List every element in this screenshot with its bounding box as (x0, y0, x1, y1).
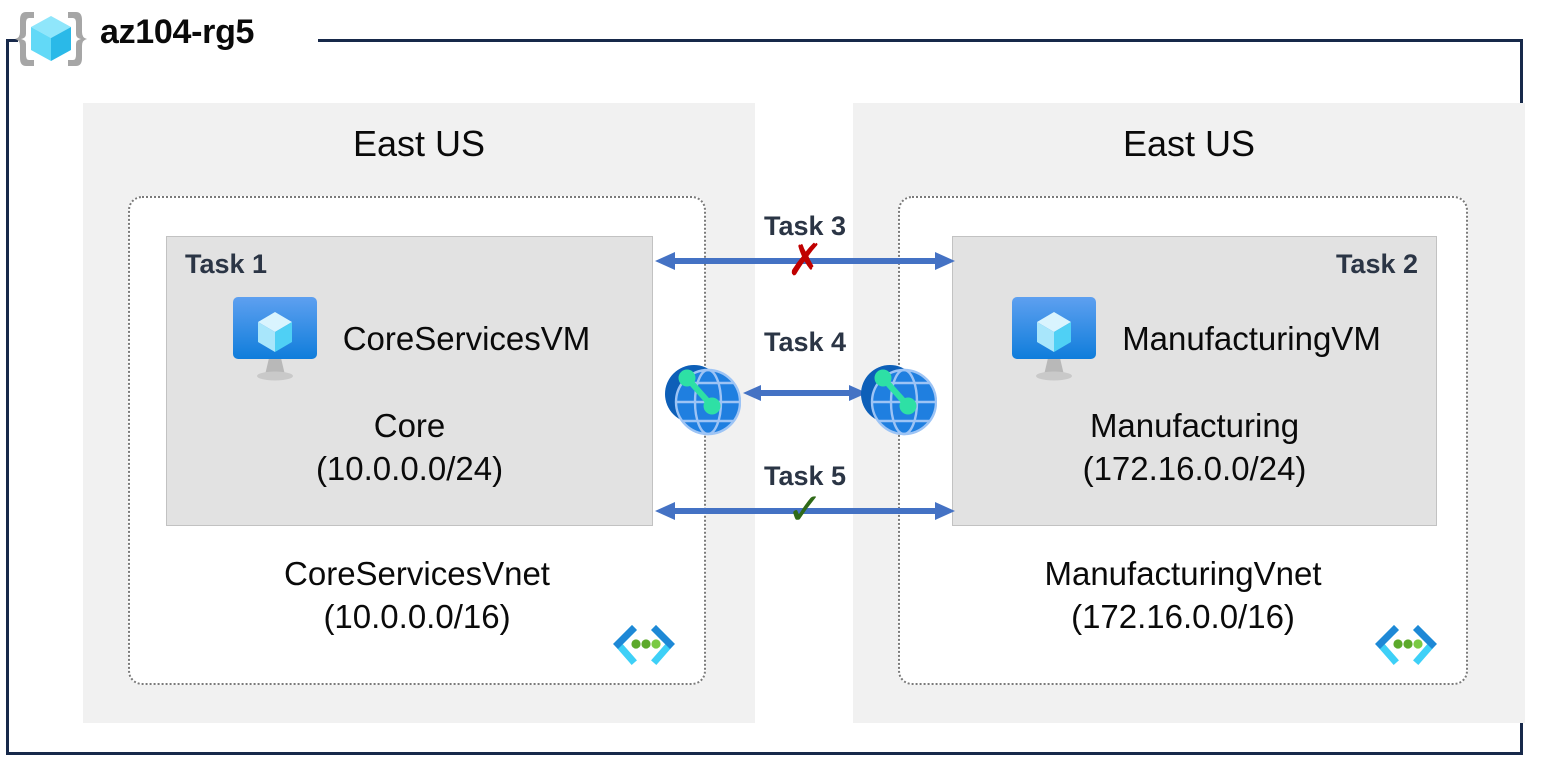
virtual-machine-icon-right (1008, 295, 1100, 383)
subnet-box-manufacturing: Task 2 Manuf (952, 236, 1437, 526)
vnet-icon-left (612, 622, 676, 668)
connector-task3: Task 3 ✗ (655, 205, 955, 295)
subnet-cidr-left: (10.0.0.0/24) (315, 449, 504, 487)
subnet-name-left: Core (373, 407, 446, 444)
virtual-machine-icon-left (229, 295, 321, 383)
subnet-name-right: Manufacturing (1089, 407, 1300, 444)
task-tag-task1: Task 1 (185, 249, 268, 279)
vm-row-left: CoreServicesVM (167, 295, 652, 383)
task-tag-task2: Task 2 (1335, 249, 1418, 279)
connector-task5: Task 5 ✓ (655, 455, 955, 555)
connector-label-task5: Task 5 (763, 461, 847, 491)
vnet-name-left: CoreServicesVnet (284, 555, 550, 592)
connector-task4: Task 4 (655, 325, 955, 450)
vm-name-right: ManufacturingVM (1122, 320, 1381, 357)
subnet-label-left: Core (10.0.0.0/24) (167, 405, 652, 491)
vnet-label-left: CoreServicesVnet (10.0.0.0/16) (130, 553, 704, 639)
region-label-right: East US (1122, 123, 1256, 164)
resource-group-cube-icon (12, 8, 90, 70)
vnet-cidr-right: (172.16.0.0/16) (1071, 597, 1295, 635)
vnet-name-right: ManufacturingVnet (1044, 555, 1322, 592)
vnet-cidr-left: (10.0.0.0/16) (323, 597, 511, 635)
region-label-left: East US (352, 123, 486, 164)
vnet-peering-icon-left (663, 357, 742, 437)
double-arrow-task4 (743, 385, 867, 401)
blocked-x-icon: ✗ (786, 236, 824, 285)
subnet-label-right: Manufacturing (172.16.0.0/24) (953, 405, 1436, 491)
subnet-box-core: Task 1 CoreS (166, 236, 653, 526)
vm-name-left: CoreServicesVM (342, 320, 591, 357)
vnet-peering-icon-right (859, 357, 938, 437)
vm-row-right: ManufacturingVM (953, 295, 1436, 383)
double-arrow-task5 (655, 502, 955, 520)
connector-label-task4: Task 4 (763, 327, 847, 357)
resource-group-name: az104-rg5 (100, 13, 255, 51)
double-arrow-task3 (655, 252, 955, 270)
allowed-check-icon: ✓ (786, 485, 824, 534)
connector-label-task3: Task 3 (763, 211, 847, 241)
vnet-label-right: ManufacturingVnet (172.16.0.0/16) (900, 553, 1466, 639)
subnet-cidr-right: (172.16.0.0/24) (1082, 449, 1307, 487)
vnet-icon-right (1374, 622, 1438, 668)
